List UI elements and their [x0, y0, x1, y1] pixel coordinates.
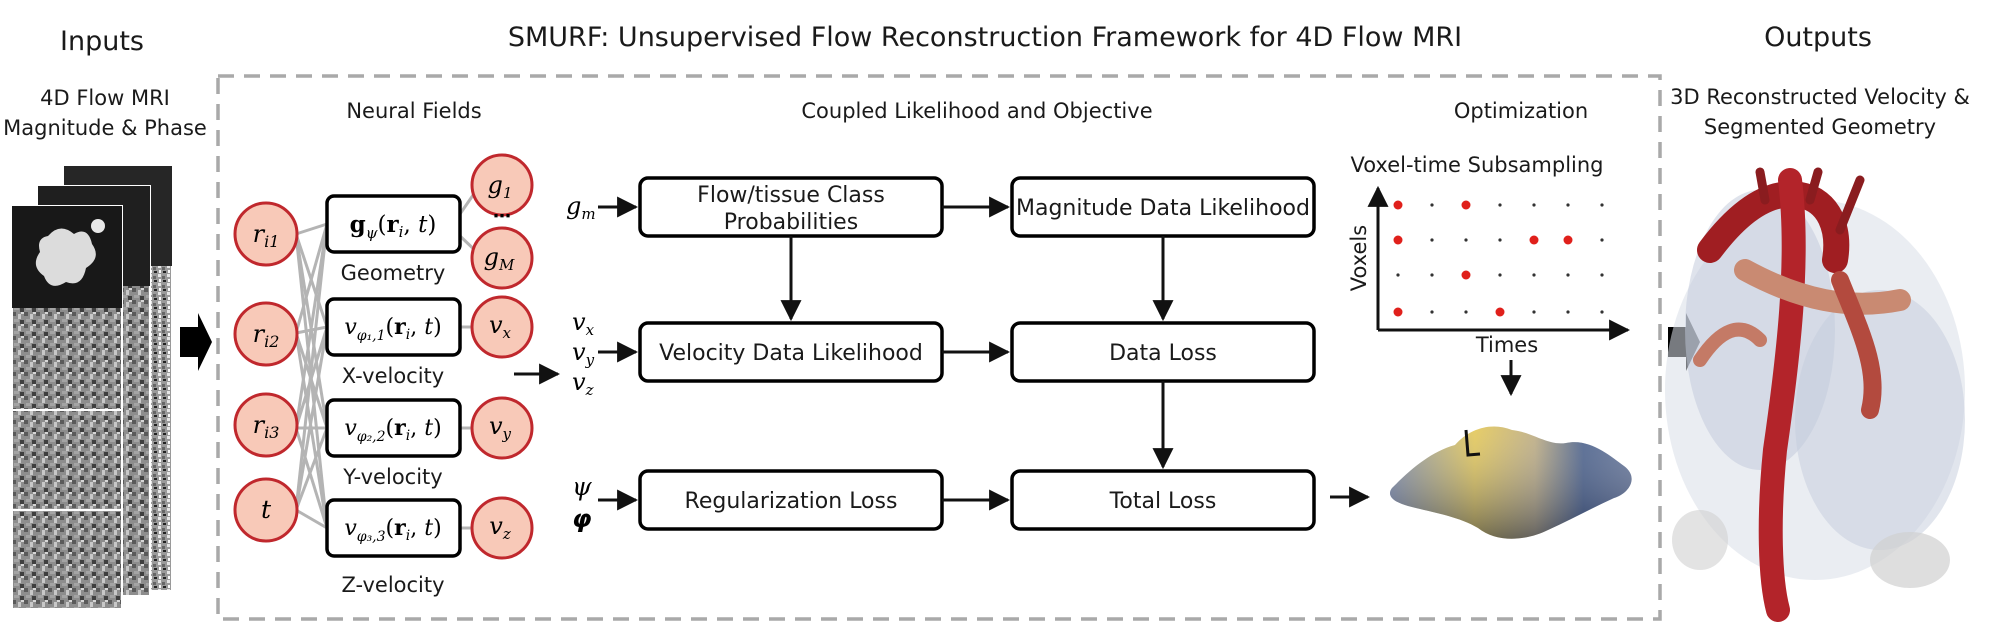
input-node-t: t: [233, 477, 299, 543]
input-block-arrow: [180, 313, 212, 371]
output-node-vx: vx: [470, 295, 534, 359]
grid-point: [1464, 310, 1468, 314]
grid-point: [1430, 310, 1434, 314]
side-input-params: ψ φ: [572, 472, 592, 533]
inputs-heading: Inputs: [60, 26, 144, 57]
grid-point: [1600, 203, 1604, 207]
svg-text:vy: vy: [572, 338, 595, 369]
svg-text:vφ₁,1(ri, t): vφ₁,1(ri, t): [344, 314, 441, 344]
neural-fields-heading: Neural Fields: [346, 99, 481, 123]
grid-point: [1532, 310, 1536, 314]
loss-landscape-surface: [1389, 426, 1632, 539]
y-velocity-label: Y-velocity: [342, 465, 442, 489]
x-velocity-label: X-velocity: [342, 364, 444, 388]
reconstruction-render: [1665, 167, 1965, 622]
outputs-caption-line2: Segmented Geometry: [1704, 115, 1936, 139]
output-node-vy: vy: [470, 396, 534, 460]
class-probabilities-box: Flow/tissue Class Probabilities: [638, 176, 944, 238]
grid-point: [1566, 203, 1570, 207]
class-probabilities-line1: Flow/tissue Class: [697, 183, 885, 208]
likelihood-heading: Coupled Likelihood and Objective: [801, 99, 1152, 123]
side-input-velocities: vx vy vz: [572, 308, 595, 399]
grid-point: [1498, 238, 1502, 242]
z-velocity-label: Z-velocity: [341, 573, 444, 597]
grid-point: [1498, 273, 1502, 277]
z-velocity-field-box: vφ₃,3(ri, t): [325, 498, 462, 558]
grid-point: [1600, 273, 1604, 277]
sampled-point: [1393, 235, 1403, 245]
mri-slice-front: [11, 205, 123, 610]
svg-text:t: t: [261, 495, 272, 524]
svg-text:vφ₃,3(ri, t): vφ₃,3(ri, t): [344, 515, 441, 545]
velocity-likelihood-box: Velocity Data Likelihood: [638, 321, 944, 383]
input-node-r-i2: ri2: [233, 301, 299, 367]
sampled-point: [1393, 307, 1403, 317]
data-loss-label: Data Loss: [1109, 341, 1217, 366]
sampled-point: [1461, 270, 1471, 280]
input-node-r-i3: ri3: [233, 392, 299, 458]
outputs-heading: Outputs: [1764, 22, 1872, 53]
total-loss-label: Total Loss: [1109, 489, 1217, 514]
mri-input-stack: [11, 165, 173, 610]
diagram-title: SMURF: Unsupervised Flow Reconstruction …: [508, 22, 1462, 53]
regularization-loss-label: Regularization Loss: [685, 489, 898, 514]
geometry-label: Geometry: [341, 261, 446, 285]
network-connections: [294, 184, 482, 530]
sampled-point: [1529, 235, 1539, 245]
framework-border: [216, 74, 1662, 621]
grid-point: [1430, 273, 1434, 277]
optimization-heading: Optimization: [1454, 99, 1588, 123]
svg-text:gm: gm: [566, 192, 596, 223]
class-probabilities-line2: Probabilities: [724, 210, 858, 235]
sampled-point: [1495, 307, 1505, 317]
inputs-caption-line1: 4D Flow MRI: [40, 86, 170, 110]
magnitude-likelihood-label: Magnitude Data Likelihood: [1016, 196, 1310, 221]
regularization-loss-box: Regularization Loss: [638, 469, 944, 531]
svg-text:φ: φ: [572, 504, 592, 533]
x-velocity-field-box: vφ₁,1(ri, t): [325, 297, 462, 357]
svg-text:vz: vz: [572, 368, 594, 399]
magnitude-likelihood-box: Magnitude Data Likelihood: [1010, 176, 1316, 238]
grid-point: [1600, 310, 1604, 314]
svg-text:ψ: ψ: [572, 472, 592, 501]
sampled-point: [1563, 235, 1573, 245]
svg-text:gψ(ri, t): gψ(ri, t): [350, 211, 437, 242]
grid-point: [1430, 238, 1434, 242]
subsampling-plot: [1367, 185, 1631, 341]
inputs-caption-line2: Magnitude & Phase: [3, 116, 207, 140]
y-velocity-field-box: vφ₂,2(ri, t): [325, 398, 462, 458]
output-node-gm: gM: [470, 226, 534, 290]
sampled-point: [1393, 200, 1403, 210]
outputs-caption-line1: 3D Reconstructed Velocity &: [1670, 85, 1970, 109]
grid-point: [1532, 203, 1536, 207]
subsampling-title: Voxel-time Subsampling: [1350, 153, 1603, 177]
grid-point: [1498, 203, 1502, 207]
input-node-r-i1: ri1: [233, 201, 299, 267]
grid-point: [1532, 273, 1536, 277]
svg-text:vφ₂,2(ri, t): vφ₂,2(ri, t): [344, 415, 441, 445]
grid-point: [1396, 273, 1400, 277]
grid-point: [1430, 203, 1434, 207]
subsampling-xlabel: Times: [1475, 333, 1538, 357]
grid-point: [1600, 238, 1604, 242]
grid-point: [1464, 238, 1468, 242]
subsampling-ylabel: Voxels: [1347, 225, 1371, 291]
grid-point: [1566, 273, 1570, 277]
sampled-point: [1461, 200, 1471, 210]
output-node-vz: vz: [470, 496, 534, 560]
output-node-ellipsis: ⋯: [493, 206, 511, 227]
geometry-field-box: gψ(ri, t): [325, 194, 462, 254]
total-loss-box: Total Loss: [1010, 469, 1316, 531]
output-node-g1: g1: [470, 153, 534, 217]
side-input-gm: gm: [566, 192, 596, 223]
flow-arrows: [598, 196, 1522, 511]
subsampling-grid-dots: [1393, 200, 1604, 317]
svg-text:vx: vx: [572, 308, 595, 339]
data-loss-box: Data Loss: [1010, 321, 1316, 383]
velocity-likelihood-label: Velocity Data Likelihood: [659, 341, 923, 366]
grid-point: [1566, 310, 1570, 314]
